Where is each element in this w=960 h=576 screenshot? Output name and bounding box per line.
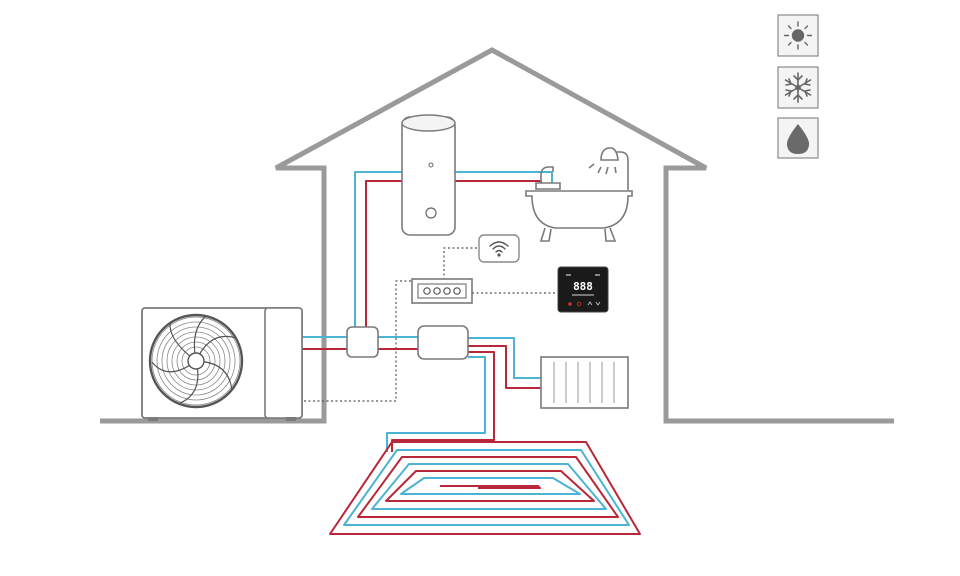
wifi-module <box>478 234 520 263</box>
wifi-icon <box>489 241 509 257</box>
snowflake-icon <box>784 72 812 103</box>
bath-tap <box>535 166 561 190</box>
shower-head <box>588 147 629 190</box>
underfloor-heating-coil <box>329 441 641 535</box>
fan-hub <box>187 352 205 370</box>
control-wiring <box>304 247 558 402</box>
outdoor-heat-pump-unit <box>141 307 303 421</box>
pipes <box>295 171 553 452</box>
cooling-mode-button[interactable] <box>777 66 819 109</box>
hot-water-tank <box>401 114 456 236</box>
thermostat-power-button <box>568 302 572 306</box>
mode-icons <box>777 14 819 159</box>
sun-icon <box>783 21 813 50</box>
water-drop-icon <box>786 124 810 154</box>
hot-water-mode-button[interactable] <box>777 117 819 159</box>
three-way-valve <box>346 326 379 358</box>
tank-gauge <box>428 162 434 168</box>
tank-valve <box>425 207 437 219</box>
bathtub <box>525 166 633 242</box>
heating-mode-button[interactable] <box>777 14 819 57</box>
thermostat-mode-button <box>576 301 582 307</box>
thermostat-up-button <box>587 301 593 306</box>
control-board <box>411 278 473 304</box>
thermostat-panel[interactable]: 888 <box>557 266 609 313</box>
radiator <box>540 356 629 409</box>
thermostat-display: 888 <box>573 280 593 293</box>
thermostat-down-button <box>595 301 601 306</box>
hydraulic-module <box>417 325 469 360</box>
